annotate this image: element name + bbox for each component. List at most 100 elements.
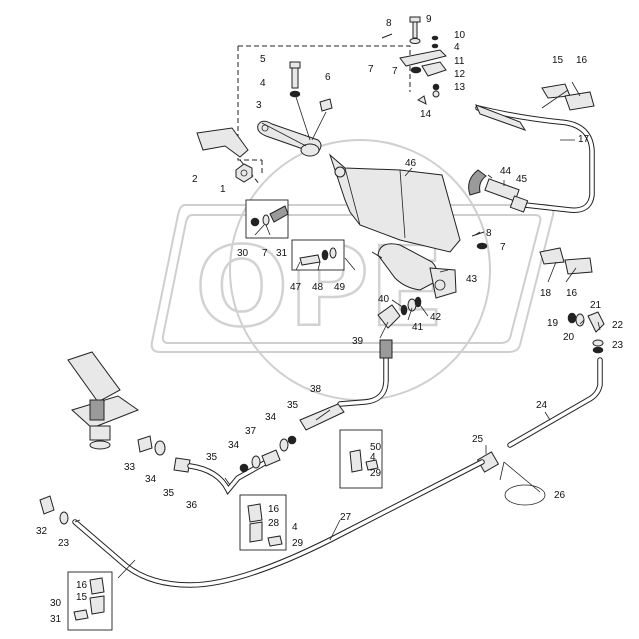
pedal-assembly xyxy=(67,351,140,450)
callout-35a: 35 xyxy=(287,400,299,411)
callout-50: 50 xyxy=(370,442,382,453)
pin-14 xyxy=(417,95,427,105)
callout-48: 48 xyxy=(312,282,324,293)
hose-fitting-38 xyxy=(299,403,345,431)
callout-12: 12 xyxy=(454,69,466,80)
callout-24: 24 xyxy=(536,400,548,411)
callout-7: 7 xyxy=(368,64,374,75)
callout-44: 44 xyxy=(500,166,512,177)
elbow-39 xyxy=(377,304,401,329)
master-cylinder xyxy=(371,243,457,299)
callout-6: 6 xyxy=(325,72,331,83)
bracket-46 xyxy=(328,153,461,253)
callout-34b: 34 xyxy=(228,440,240,451)
washer-7 xyxy=(409,38,421,44)
callout-8: 8 xyxy=(386,18,392,29)
callout-14: 14 xyxy=(420,109,432,120)
callout-1: 1 xyxy=(220,184,226,195)
cylinder-cap xyxy=(429,267,457,299)
plate-12 xyxy=(421,61,447,77)
callout-17: 17 xyxy=(578,134,590,145)
callout-42: 42 xyxy=(430,312,442,323)
callout-15b: 15 xyxy=(76,592,88,603)
knob xyxy=(468,169,487,196)
fastener-group-top xyxy=(381,16,447,105)
callout-15a: 15 xyxy=(552,55,564,66)
washer xyxy=(289,90,301,98)
callout-23a: 23 xyxy=(612,340,624,351)
nut xyxy=(235,163,253,183)
callout-40: 40 xyxy=(378,294,390,305)
callout-4c: 4 xyxy=(370,452,376,463)
cable-end xyxy=(475,104,527,131)
callout-11: 11 xyxy=(454,56,465,67)
clamp-16 xyxy=(564,91,595,111)
pedal-base xyxy=(71,395,140,429)
callout-16d: 16 xyxy=(76,580,88,591)
callout-25: 25 xyxy=(472,434,484,445)
bolt-head xyxy=(289,61,301,69)
bracket-plate xyxy=(196,127,249,158)
hose-25 xyxy=(476,451,500,473)
callout-34a: 34 xyxy=(265,412,277,423)
callout-labels: 1 2 3 4 5 6 7 8 9 10 4 11 7 12 13 14 15 … xyxy=(36,14,624,625)
callout-26: 26 xyxy=(554,490,566,501)
callout-35b: 35 xyxy=(206,452,218,463)
callout-31a: 31 xyxy=(276,248,288,259)
clamp-18 xyxy=(539,247,565,265)
callout-29a: 29 xyxy=(370,468,382,479)
callout-16c: 16 xyxy=(268,504,280,515)
callout-45: 45 xyxy=(516,174,528,185)
callout-27: 27 xyxy=(340,512,352,523)
clamp-16b xyxy=(564,257,593,275)
callout-23b: 23 xyxy=(58,538,70,549)
hose-clamp-26 xyxy=(504,484,546,506)
callout-7b: 7 xyxy=(392,66,398,77)
callout-38: 38 xyxy=(310,384,322,395)
elbow-21 xyxy=(587,311,605,333)
callout-4: 4 xyxy=(260,78,266,89)
callout-5: 5 xyxy=(260,54,266,65)
fitting-group-19-23 xyxy=(567,311,605,354)
washer-7b xyxy=(410,66,422,74)
callout-35c: 35 xyxy=(163,488,175,499)
callout-47: 47 xyxy=(290,282,302,293)
callout-7d: 7 xyxy=(262,248,268,259)
key xyxy=(319,98,333,112)
callout-4b: 4 xyxy=(454,42,460,53)
callout-41: 41 xyxy=(412,322,424,333)
callout-16a: 16 xyxy=(576,55,588,66)
callout-18: 18 xyxy=(540,288,552,299)
callout-16b: 16 xyxy=(566,288,578,299)
callout-32: 32 xyxy=(36,526,48,537)
callout-19: 19 xyxy=(547,318,559,329)
pedal-valve xyxy=(89,425,111,441)
knob-assembly xyxy=(468,169,529,213)
bolt-9-shank xyxy=(412,21,418,39)
callout-20: 20 xyxy=(563,332,575,343)
watermark-frame-inner xyxy=(161,214,542,344)
callout-29b: 29 xyxy=(292,538,304,549)
callout-30b: 30 xyxy=(50,598,62,609)
pin-8 xyxy=(381,33,393,39)
callout-3: 3 xyxy=(256,100,262,111)
callout-21: 21 xyxy=(590,300,602,311)
callout-22: 22 xyxy=(612,320,624,331)
callout-49: 49 xyxy=(334,282,346,293)
callout-13: 13 xyxy=(454,82,466,93)
callout-2: 2 xyxy=(192,174,198,185)
callout-31b: 31 xyxy=(50,614,62,625)
leader-lines xyxy=(74,81,601,579)
callout-33: 33 xyxy=(124,462,136,473)
callout-10: 10 xyxy=(454,30,466,41)
callout-7c: 7 xyxy=(500,242,506,253)
callout-39: 39 xyxy=(352,336,364,347)
bolt-shank xyxy=(291,67,299,89)
dashed-leader-upper xyxy=(237,45,411,161)
callout-28: 28 xyxy=(268,518,280,529)
clamp-plate-11 xyxy=(399,49,447,67)
mounting-bracket xyxy=(328,153,461,253)
pedal-pad xyxy=(67,351,121,403)
callout-46: 46 xyxy=(405,158,417,169)
